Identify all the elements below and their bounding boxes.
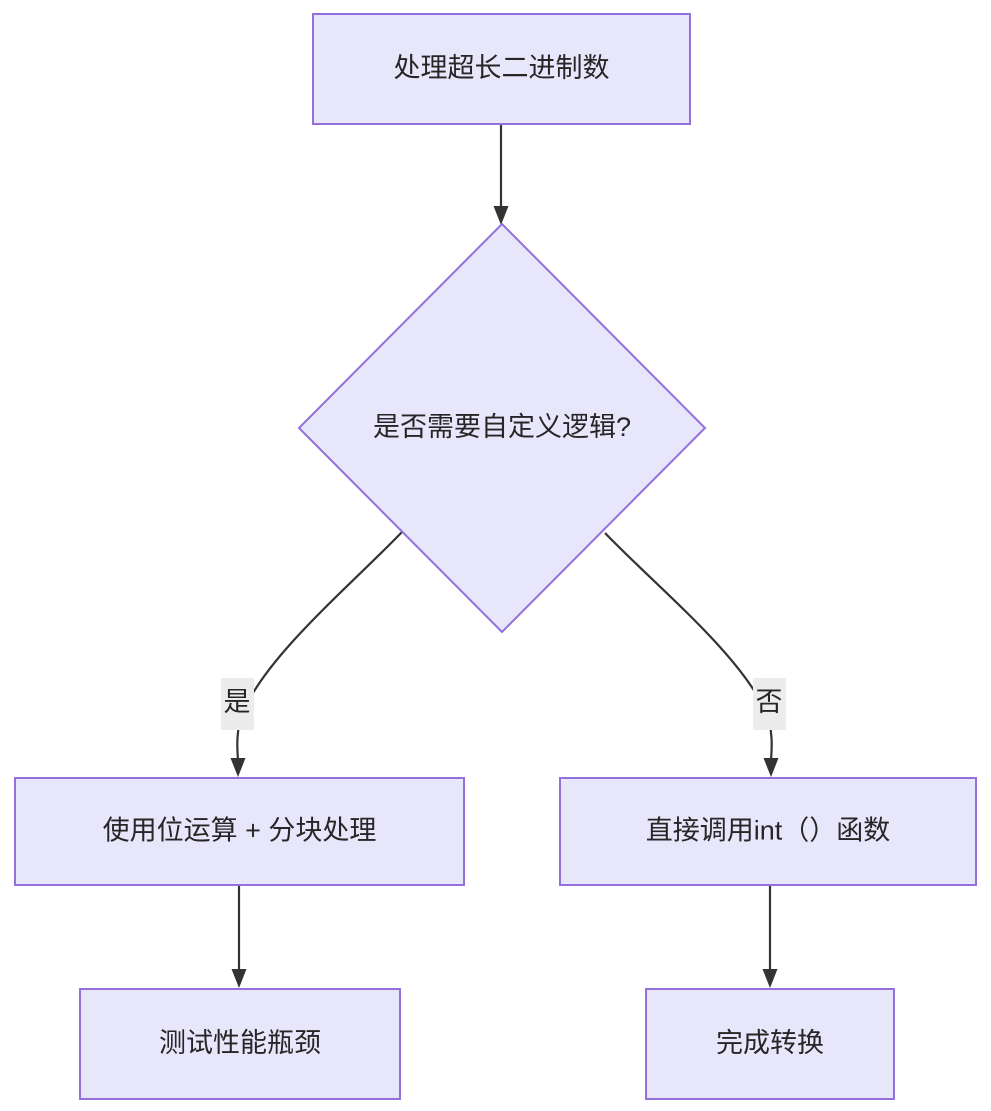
node-decision-shape[interactable]	[297, 222, 707, 634]
node-perf-shape[interactable]	[79, 988, 401, 1100]
edge-decision-to-builtin	[604, 532, 779, 777]
edge-custom-to-perf	[231, 886, 247, 988]
node-done-shape[interactable]	[645, 988, 895, 1100]
arrowhead-icon	[231, 969, 247, 988]
arrowhead-icon	[762, 969, 778, 988]
edge-label-yes-bg	[221, 678, 254, 730]
node-start[interactable]: 处理超长二进制数	[312, 13, 691, 125]
edge-label-no-bg	[753, 678, 786, 730]
node-builtin[interactable]: 直接调用int（）函数	[559, 777, 977, 886]
node-custom-shape[interactable]	[14, 777, 465, 886]
edge-label-no: 否	[753, 678, 786, 730]
node-decision[interactable]: 是否需要自定义逻辑?	[297, 222, 707, 634]
edge-line	[604, 532, 773, 761]
edge-decision-to-custom	[230, 531, 403, 777]
edge-label-group: 是 否	[221, 678, 786, 730]
node-done[interactable]: 完成转换	[645, 988, 895, 1100]
edge-start-to-decision	[493, 125, 509, 225]
node-builtin-shape[interactable]	[559, 777, 977, 886]
node-builtin-label: 直接调用int（）函数	[646, 816, 891, 846]
edge-label-yes-text: 是	[224, 687, 251, 717]
node-done-label: 完成转换	[716, 1028, 824, 1058]
node-custom[interactable]: 使用位运算 + 分块处理	[14, 777, 465, 886]
node-group: 处理超长二进制数 是否需要自定义逻辑? 使用位运算 + 分块处理 直接调用int…	[14, 13, 977, 1100]
edge-label-yes: 是	[221, 678, 254, 730]
arrowhead-icon	[230, 758, 246, 777]
edge-builtin-to-done	[762, 886, 778, 988]
node-perf-label: 测试性能瓶颈	[159, 1028, 321, 1058]
edge-group	[230, 125, 779, 988]
node-custom-label: 使用位运算 + 分块处理	[103, 816, 377, 846]
node-perf[interactable]: 测试性能瓶颈	[79, 988, 401, 1100]
arrowhead-icon	[493, 206, 509, 225]
node-start-label: 处理超长二进制数	[394, 53, 610, 83]
arrowhead-icon	[763, 758, 779, 777]
edge-label-no-text: 否	[756, 687, 783, 717]
edge-line	[236, 531, 403, 761]
node-start-shape[interactable]	[312, 13, 691, 125]
node-decision-label: 是否需要自定义逻辑?	[373, 412, 631, 442]
